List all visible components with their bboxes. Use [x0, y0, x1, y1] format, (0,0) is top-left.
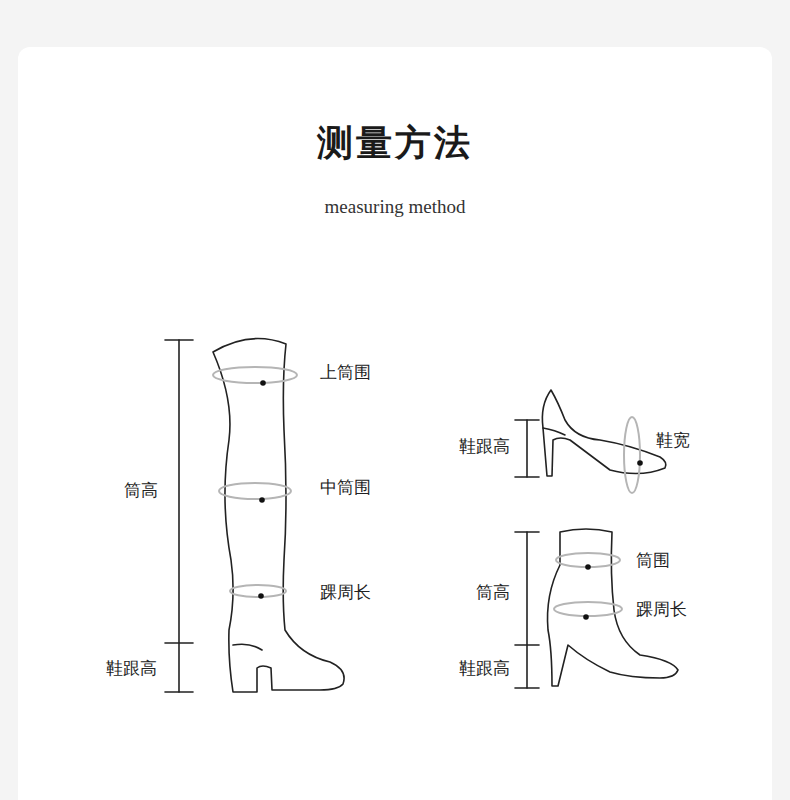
dimension-label: 鞋跟高 — [459, 436, 510, 456]
title: 测量方法 — [317, 121, 473, 165]
dimension-label: 中筒围 — [320, 477, 371, 497]
dimension-label: 鞋宽 — [656, 430, 690, 450]
dimension-label: 筒高 — [476, 582, 510, 602]
dimension-label: 踝周长 — [636, 599, 687, 619]
dimension-label: 筒高 — [124, 480, 158, 500]
dimension-label: 鞋跟高 — [459, 658, 510, 678]
dimension-label: 筒围 — [636, 550, 670, 570]
dimension-label: 踝周长 — [320, 582, 371, 602]
dimension-label: 上筒围 — [320, 362, 371, 382]
dimension-label: 鞋跟高 — [106, 658, 157, 678]
subtitle: measuring method — [325, 197, 466, 217]
